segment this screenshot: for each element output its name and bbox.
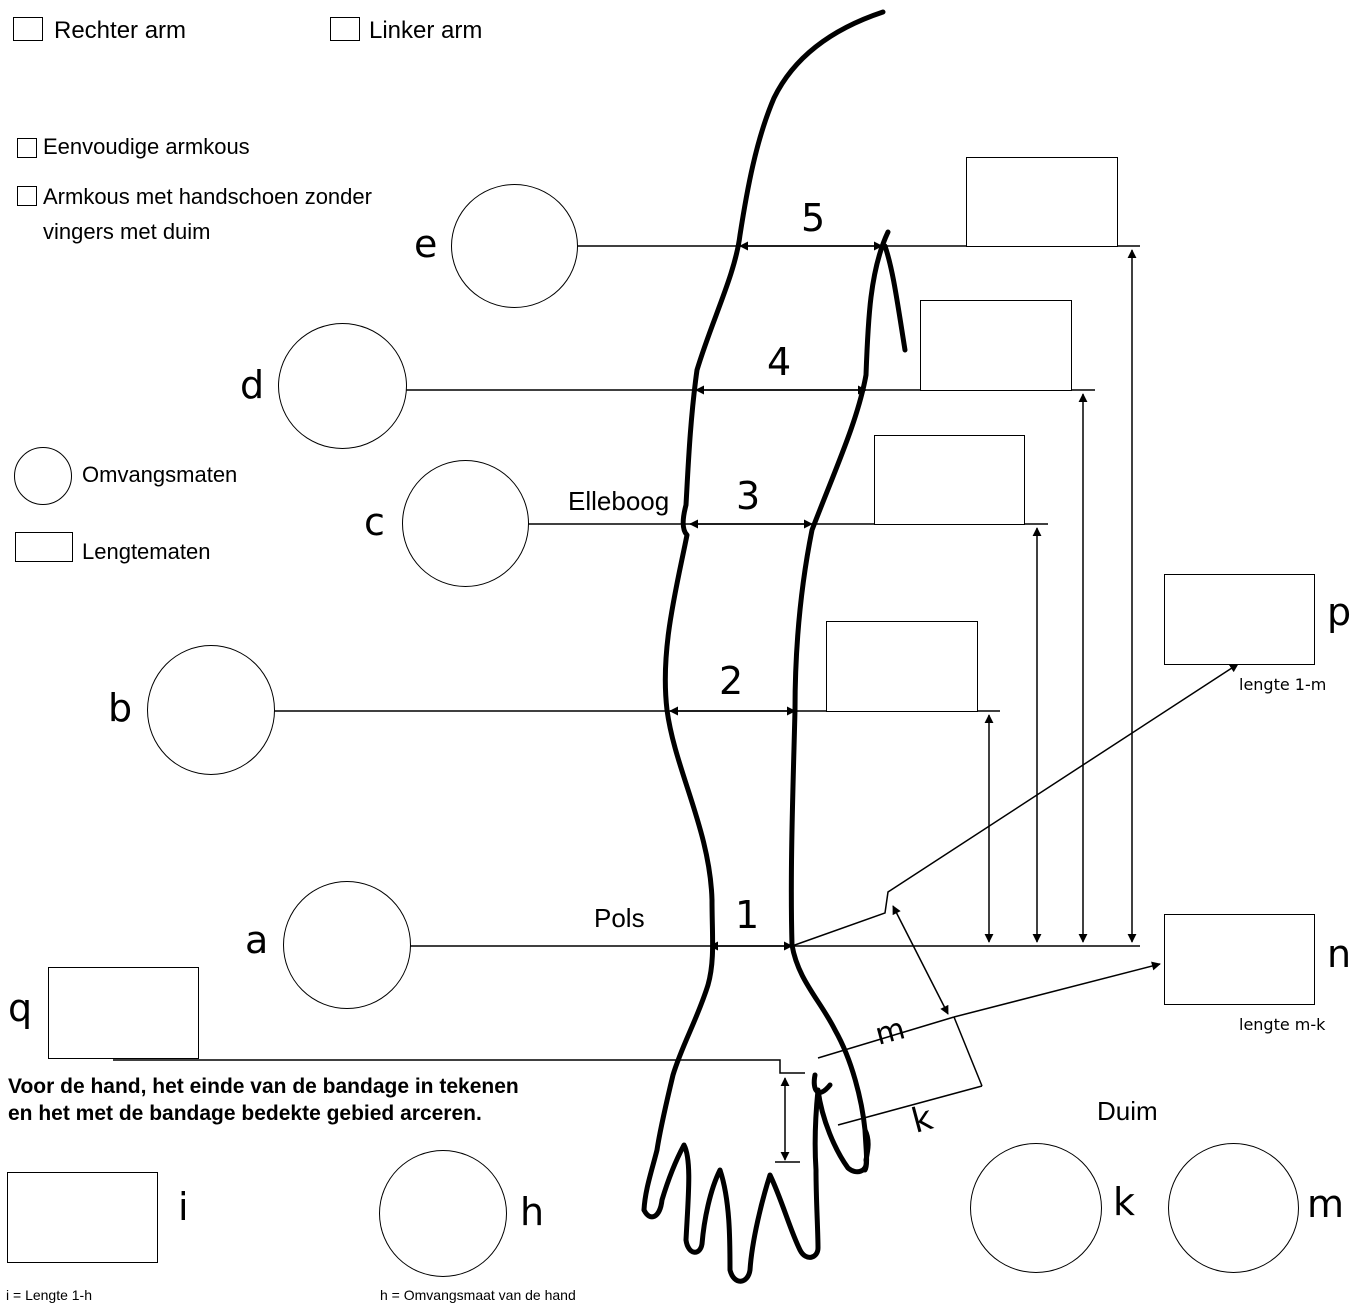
legend-circle-icon (14, 447, 72, 505)
circumference-field-a[interactable] (283, 881, 411, 1009)
field-caption-h: h = Omvangsmaat van de hand (380, 1287, 576, 1303)
field-label-h: h (520, 1190, 545, 1234)
field-label-p: p (1327, 590, 1352, 634)
circumference-field-m[interactable] (1168, 1143, 1299, 1273)
level-label-a: a (245, 918, 269, 962)
length-field-3[interactable] (874, 435, 1025, 525)
field-label-n: n (1327, 932, 1352, 976)
field-label-q: q (8, 986, 33, 1030)
arm-inner-edge (788, 229, 891, 1173)
level-number-3: 3 (736, 474, 761, 518)
legend-rect-icon (15, 532, 73, 562)
circumference-field-k[interactable] (970, 1143, 1102, 1273)
field-label-i: i (178, 1185, 189, 1229)
simple-stocking-checkbox[interactable] (17, 138, 37, 158)
level-number-2: 2 (719, 659, 744, 703)
length-arrows (780, 249, 1137, 1161)
length-field-5[interactable] (966, 157, 1118, 247)
length-field-i[interactable] (7, 1172, 158, 1263)
thumb-label: Duim (1097, 1096, 1158, 1126)
hand-label-m: m (872, 1011, 909, 1052)
arm-outline (641, 9, 908, 1284)
field-label-m: m (1307, 1182, 1345, 1226)
circumference-field-c[interactable] (402, 460, 529, 587)
arm-outer-edge (641, 9, 886, 1213)
field-caption-n: lengte m-k (1239, 1015, 1326, 1034)
armpit-line (882, 243, 908, 353)
length-field-q[interactable] (48, 967, 199, 1059)
level-label-c: c (364, 500, 385, 544)
length-field-2[interactable] (826, 621, 978, 712)
level-number-1: 1 (735, 893, 760, 937)
level-number-4: 4 (767, 340, 792, 384)
level-label-d: d (240, 363, 265, 407)
field-caption-p: lengte 1-m (1239, 675, 1327, 694)
glove-stocking-label-line2: vingers met duim (43, 219, 211, 244)
level-label-e: e (414, 222, 438, 266)
instructions-line2: en het met de bandage bedekte gebied arc… (8, 1102, 482, 1125)
circumference-field-b[interactable] (147, 645, 275, 775)
hand-label-k: k (908, 1098, 938, 1142)
circumference-field-d[interactable] (278, 323, 407, 449)
left-arm-checkbox[interactable] (330, 17, 360, 41)
glove-stocking-checkbox[interactable] (17, 186, 37, 206)
field-label-k: k (1113, 1180, 1136, 1224)
circumference-field-e[interactable] (451, 184, 578, 308)
level-number-5: 5 (801, 196, 826, 240)
legend-circumference-label: Omvangsmaten (82, 462, 238, 487)
width-arrows (669, 241, 883, 951)
field-caption-i: i = Lengte 1-h (6, 1287, 93, 1303)
length-field-n[interactable] (1164, 914, 1315, 1005)
right-arm-checkbox[interactable] (13, 17, 43, 41)
instructions-line1: Voor de hand, het einde van de bandage i… (8, 1075, 519, 1098)
simple-stocking-label: Eenvoudige armkous (43, 134, 250, 159)
hand-construction (791, 663, 1239, 1126)
wrist-label: Pols (594, 903, 645, 933)
left-arm-label: Linker arm (369, 17, 483, 44)
hand-fingers (641, 1087, 871, 1284)
thumb-base (811, 1072, 833, 1095)
right-arm-label: Rechter arm (54, 17, 187, 44)
length-field-p[interactable] (1164, 574, 1315, 665)
elbow-label: Elleboog (568, 486, 670, 516)
length-field-4[interactable] (920, 300, 1072, 391)
level-label-b: b (108, 686, 133, 730)
legend-length-label: Lengtematen (82, 539, 211, 564)
circumference-field-h[interactable] (379, 1150, 507, 1277)
glove-stocking-label-line1: Armkous met handschoen zonder (43, 184, 372, 209)
